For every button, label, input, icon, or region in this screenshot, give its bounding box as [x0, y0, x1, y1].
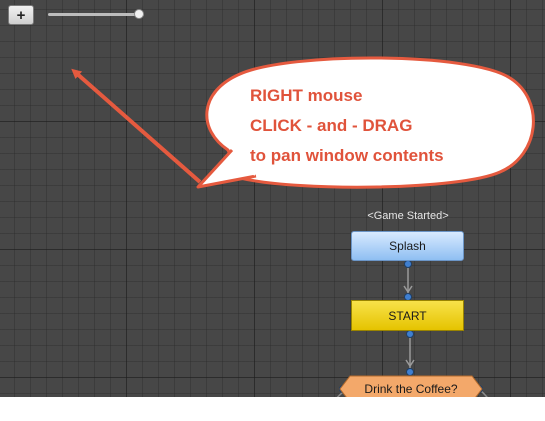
node-start[interactable]: START	[351, 300, 464, 331]
callout-line-2: CLICK - and - DRAG	[250, 116, 413, 135]
node-label: START	[388, 308, 427, 323]
callout-line-1: RIGHT mouse	[250, 86, 363, 105]
game-started-label: <Game Started>	[367, 210, 449, 222]
node-label: Splash	[389, 239, 426, 253]
pan-hint-arrow-icon	[71, 68, 202, 184]
node-splash[interactable]: Splash	[351, 231, 464, 261]
graph-canvas[interactable]: +	[0, 0, 545, 397]
zoom-slider-handle[interactable]	[134, 9, 145, 19]
callout-bubble	[205, 56, 535, 189]
annotation-layer	[71, 56, 535, 397]
choice-node-shape	[339, 375, 483, 397]
zoom-in-button[interactable]: +	[8, 5, 34, 25]
zoom-slider-track[interactable]	[48, 13, 144, 16]
node-label: Drink the Coffee?	[364, 382, 458, 396]
callout-line-3: to pan window contents	[250, 146, 444, 165]
zoom-in-label: +	[16, 6, 26, 24]
node-drink-coffee[interactable]: Drink the Coffee?	[340, 376, 482, 397]
